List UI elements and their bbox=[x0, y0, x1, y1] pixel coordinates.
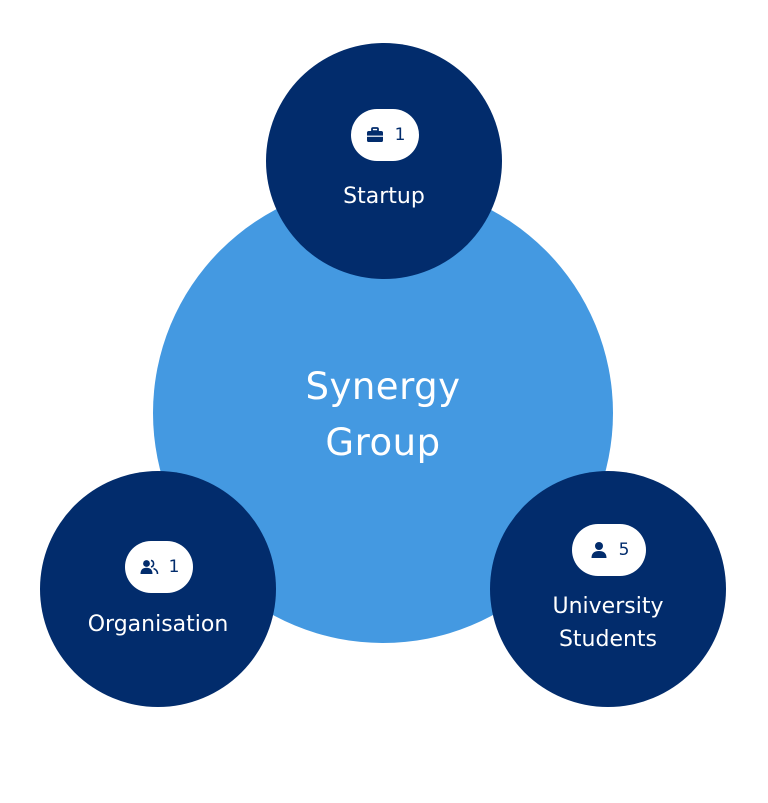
node-organisation[interactable]: 1 Organisation bbox=[40, 471, 276, 707]
node-label: Organisation bbox=[87, 612, 229, 637]
node-university-students[interactable]: 5 University Students bbox=[490, 471, 726, 707]
briefcase-icon bbox=[366, 127, 383, 142]
count-value: 1 bbox=[168, 557, 180, 577]
users-icon bbox=[140, 559, 158, 575]
node-label: Startup bbox=[343, 184, 425, 209]
user-icon bbox=[591, 542, 607, 558]
center-title: Synergy Group bbox=[153, 359, 613, 471]
node-label-line2: Students bbox=[558, 627, 658, 652]
node-label: University Students bbox=[490, 590, 726, 656]
node-startup[interactable]: 1 Startup bbox=[266, 43, 502, 279]
count-value: 1 bbox=[394, 125, 406, 145]
center-title-line2: Group bbox=[325, 421, 441, 464]
count-badge: 1 bbox=[125, 541, 193, 593]
count-badge: 5 bbox=[572, 524, 646, 576]
count-value: 5 bbox=[618, 540, 630, 560]
node-label-line1: University bbox=[552, 594, 664, 619]
count-badge: 1 bbox=[351, 109, 419, 161]
center-title-line1: Synergy bbox=[305, 365, 461, 408]
